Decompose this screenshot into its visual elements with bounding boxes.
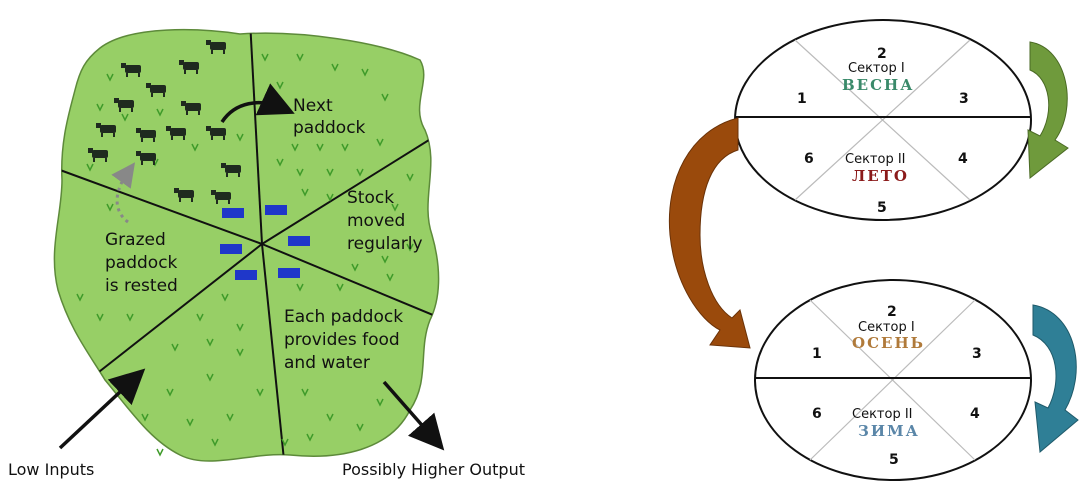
top-num-1: 1	[797, 91, 807, 107]
teal-curved-arrow-icon	[1033, 305, 1078, 452]
green-curved-arrow-icon	[1028, 42, 1068, 178]
bottom-sector-2: Сектор II	[852, 407, 913, 422]
season-vesna: ВЕСНА	[842, 76, 914, 94]
top-num-4: 4	[958, 151, 968, 167]
trough-icon	[278, 268, 300, 278]
low-inputs-label: Low Inputs	[8, 460, 94, 479]
trough-icon	[235, 270, 257, 280]
top-num-3: 3	[959, 91, 969, 107]
trough-icon	[288, 236, 310, 246]
bottom-num-3: 3	[972, 346, 982, 362]
grazing-field: Next paddock Stock moved regularly Graze…	[8, 20, 525, 479]
top-sector-1: Сектор I	[848, 61, 905, 76]
trough-icon	[220, 244, 242, 254]
top-ellipse: 2 Сектор I ВЕСНА 1 3 6 Сектор II 4 ЛЕТО …	[735, 20, 1031, 220]
bottom-ellipse: 2 Сектор I ОСЕНЬ 1 3 6 Сектор II 4 ЗИМА …	[755, 280, 1031, 480]
top-num-6: 6	[804, 151, 814, 167]
higher-output-label: Possibly Higher Output	[342, 460, 525, 479]
bottom-num-5: 5	[889, 452, 899, 468]
top-num-2: 2	[877, 46, 887, 62]
bottom-num-6: 6	[812, 406, 822, 422]
grass-tuft	[157, 449, 163, 455]
seasonal-sectors-diagram: 2 Сектор I ВЕСНА 1 3 6 Сектор II 4 ЛЕТО …	[669, 20, 1078, 480]
trough-icon	[265, 205, 287, 215]
low-inputs-arrow-icon	[60, 378, 135, 448]
bottom-num-2: 2	[887, 304, 897, 320]
bottom-sector-1: Сектор I	[858, 320, 915, 335]
grazed-paddock-label: Grazed paddock is rested	[105, 230, 183, 296]
trough-icon	[222, 208, 244, 218]
brown-curved-arrow-icon	[669, 118, 750, 348]
bottom-num-1: 1	[812, 346, 822, 362]
top-sector-2: Сектор II	[845, 152, 906, 167]
bottom-num-4: 4	[970, 406, 980, 422]
season-leto: ЛЕТО	[852, 167, 909, 185]
season-osen: ОСЕНЬ	[852, 334, 925, 352]
top-num-5: 5	[877, 200, 887, 216]
season-zima: ЗИМА	[858, 422, 920, 440]
